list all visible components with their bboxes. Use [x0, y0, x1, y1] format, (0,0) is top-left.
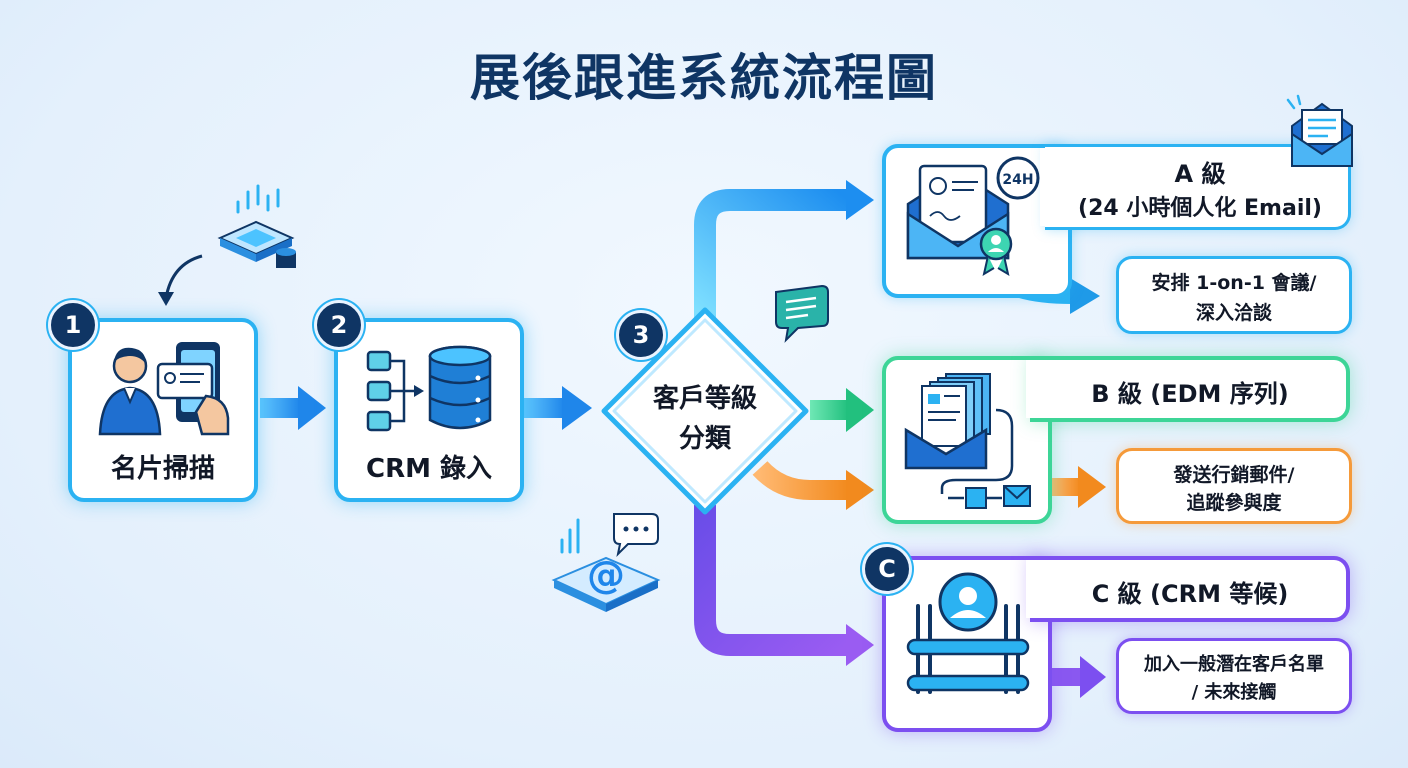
tier-c-title-card [1030, 556, 1350, 622]
tier-b-action-card [1116, 448, 1352, 524]
database-icon [366, 345, 492, 432]
tier-b-title-card [1030, 356, 1350, 422]
tier-c-action-line2: / 未來接觸 [1191, 682, 1277, 703]
tier-a-title-card [1045, 144, 1351, 230]
step-2-badge: 2 [314, 300, 364, 350]
envelope-certificate-icon: 24H [906, 156, 1040, 277]
step-scan-label: 名片掃描 [110, 454, 215, 484]
tier-a-action-card [1116, 256, 1352, 334]
svg-text:@: @ [587, 553, 625, 597]
classify-label-line1: 客戶等級 [652, 384, 757, 414]
arrow-scan-to-crm [260, 386, 326, 430]
tier-a-action-line2: 深入洽談 [1195, 302, 1272, 324]
arrow-b-to-action [1052, 466, 1106, 508]
tier-a-action-line1: 安排 1-on-1 會議/ [1151, 272, 1317, 294]
tier-a-title-line2: (24 小時個人化 Email) [1078, 196, 1322, 221]
classify-diamond [601, 307, 809, 515]
tier-c-action-line1: 加入一般潛在客戶名單 [1144, 654, 1324, 675]
at-sign-icon: @ [551, 513, 661, 612]
tier-b-action-line1: 發送行銷郵件/ [1173, 464, 1295, 486]
tier-b-card-join [1026, 360, 1040, 418]
person-phone-icon [98, 342, 230, 436]
arrow-crm-to-classify [524, 386, 592, 430]
step-1-badge: 1 [48, 300, 98, 350]
step-3-badge: 3 [616, 310, 666, 360]
tier-c-card-join [1026, 560, 1040, 618]
envelope-stack-icon [904, 373, 1031, 509]
classify-label-line2: 分類 [678, 424, 731, 454]
person-waiting-icon [906, 572, 1030, 694]
arrow-chip-to-scan [158, 254, 203, 306]
email-icon [1286, 94, 1353, 167]
arrow-branch-c [694, 505, 874, 666]
chat-bubble-icon [775, 284, 829, 343]
arrow-branch-b [810, 388, 874, 432]
diagram-title: 展後跟進系統流程圖 [470, 49, 938, 107]
arrow-branch-orange [752, 460, 874, 510]
tier-c-title: C 級 (CRM 等候) [1091, 580, 1289, 608]
tier-a-title-line1: A 級 [1174, 160, 1226, 188]
arrow-branch-a [694, 180, 874, 318]
arrow-c-to-action [1052, 656, 1106, 698]
tier-a-card-join [1040, 148, 1054, 226]
chip-icon [217, 184, 296, 268]
clock-24h-text: 24H [1002, 172, 1033, 188]
tier-b-title: B 級 (EDM 序列) [1091, 380, 1289, 408]
tier-b-action-line2: 追蹤參與度 [1186, 492, 1282, 514]
tier-c-badge: C [862, 544, 912, 594]
tier-c-action-card [1116, 638, 1352, 714]
step-crm-label: CRM 錄入 [365, 454, 493, 484]
